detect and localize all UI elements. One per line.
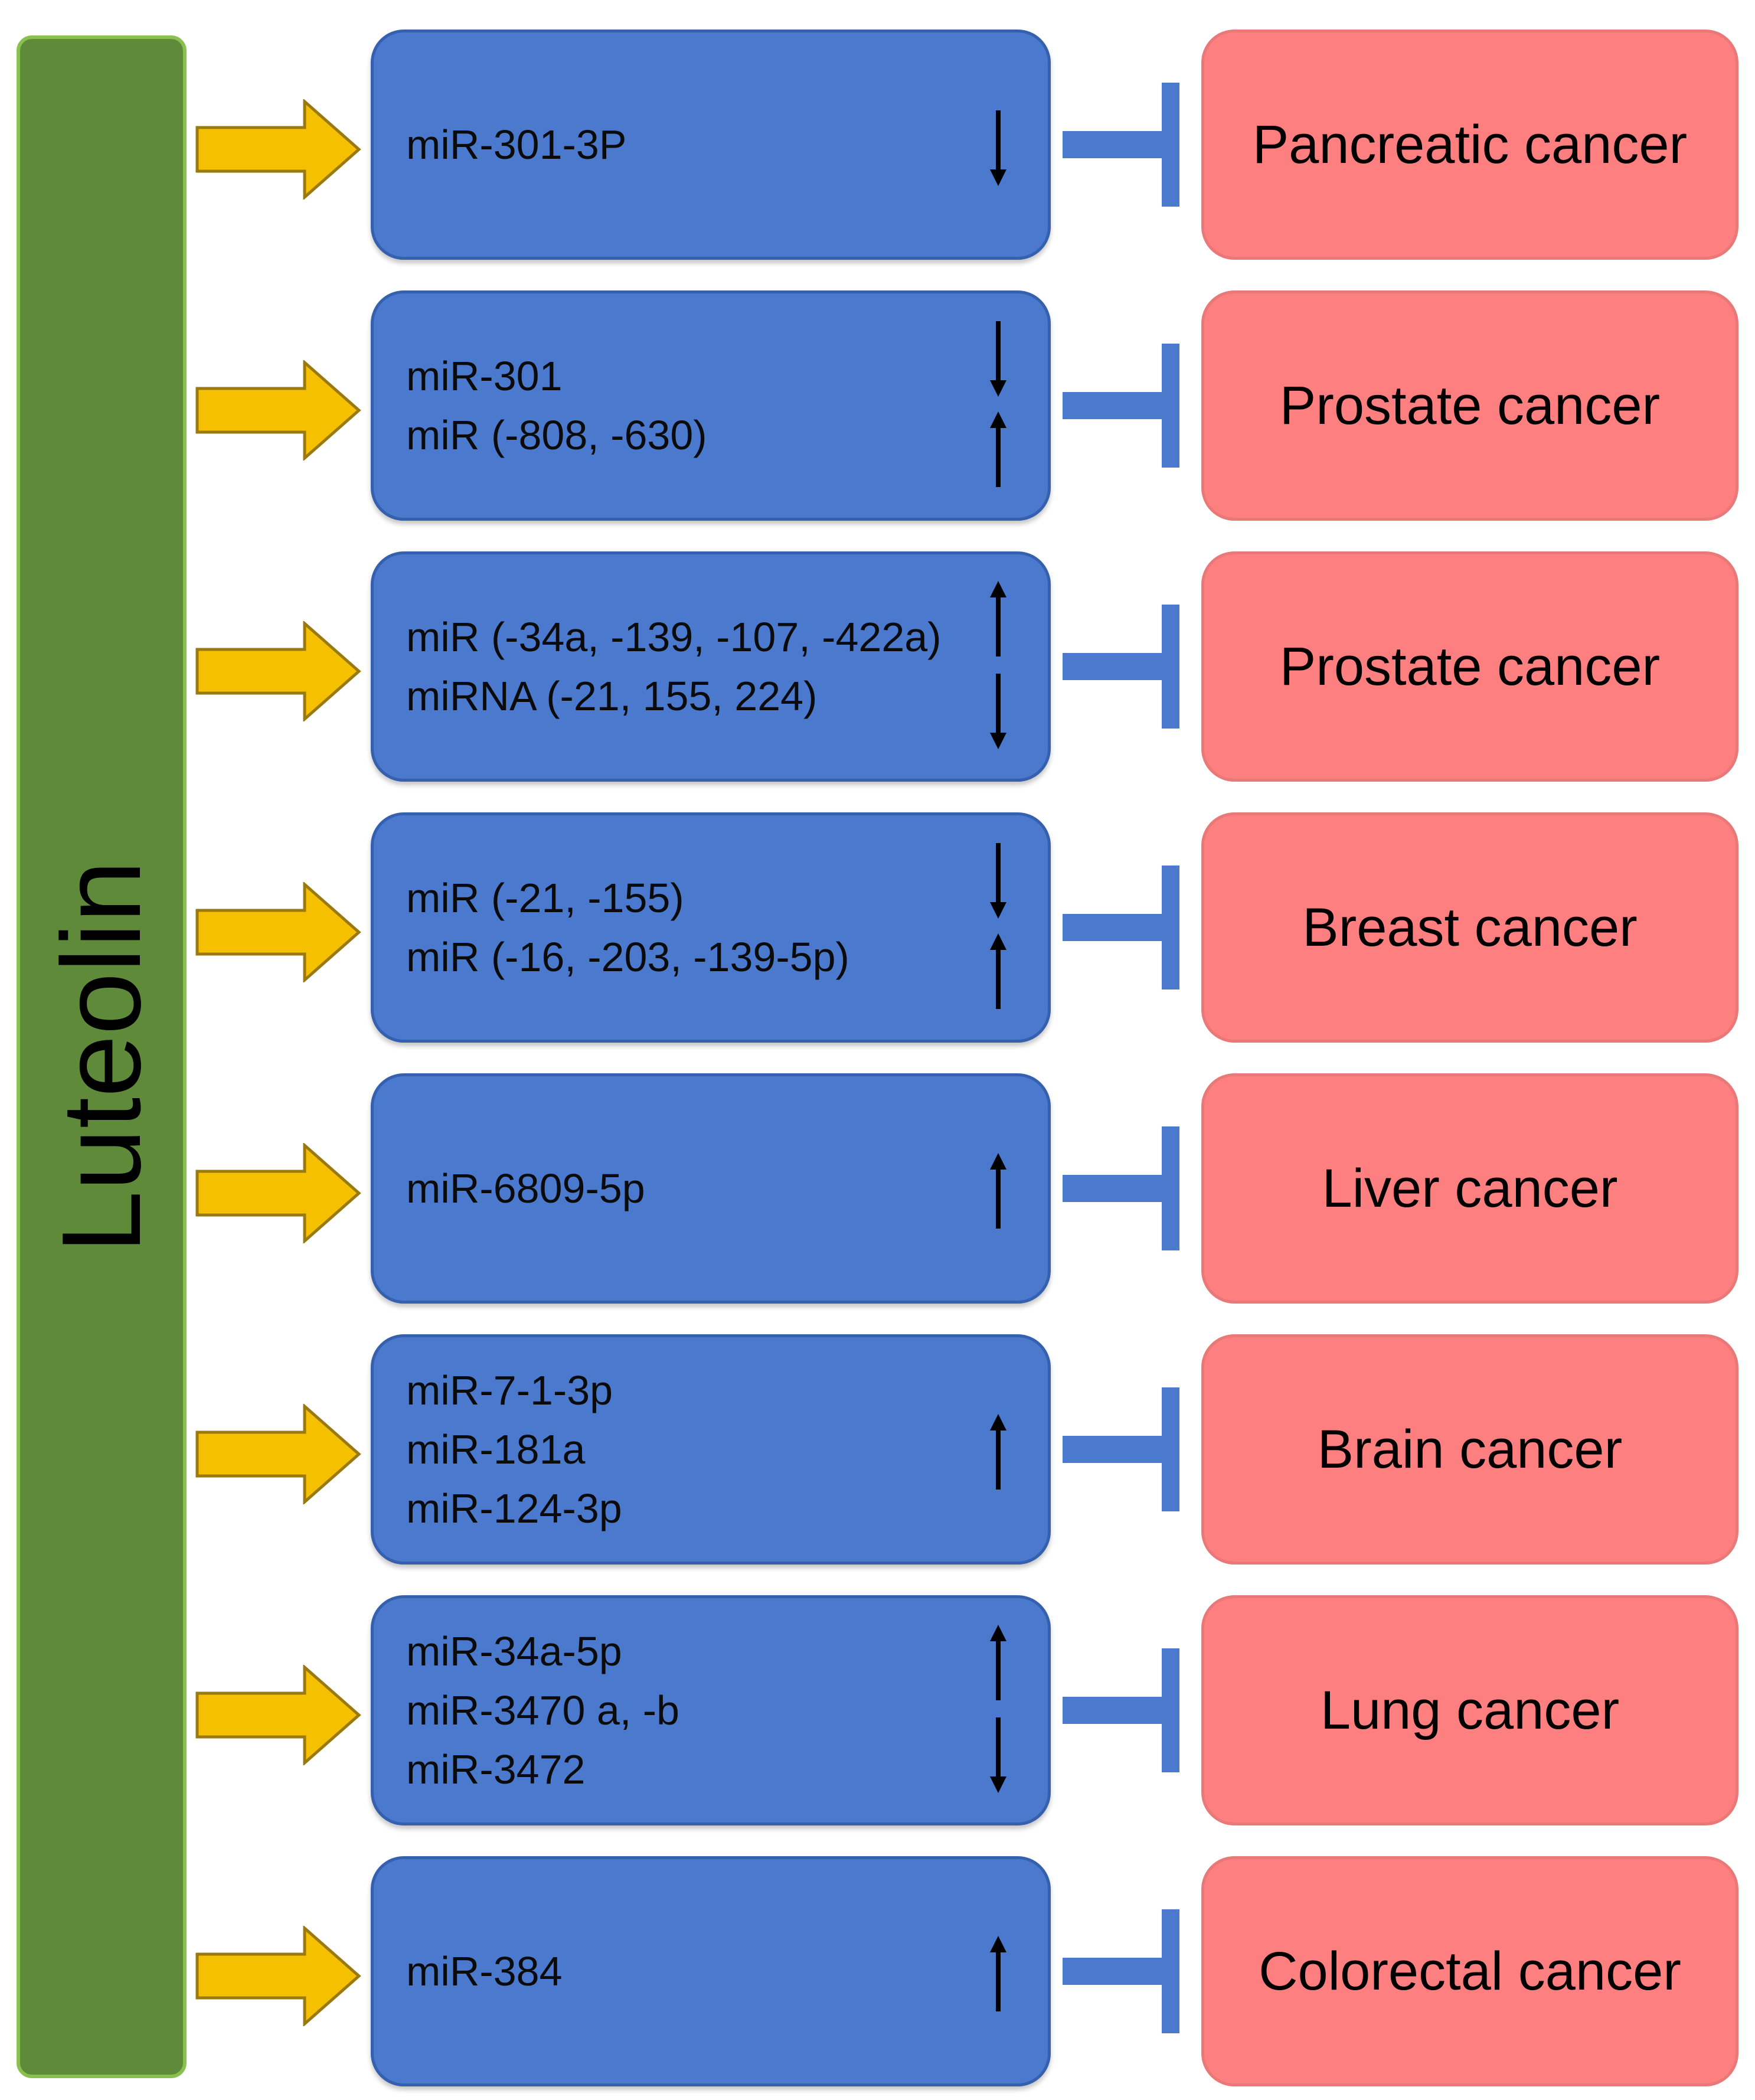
activation-arrow-icon xyxy=(195,1143,361,1243)
mirna-label: miR (-21, -155) xyxy=(406,875,684,921)
pathway-row: miR-301 miR (-808, -630) Prostate cancer xyxy=(0,290,1755,521)
mirna-label: miR-3472 xyxy=(406,1746,586,1792)
cancer-box: Breast cancer xyxy=(1201,812,1738,1043)
cancer-box: Colorectal cancer xyxy=(1201,1856,1738,2086)
inhibition-icon xyxy=(1063,1126,1179,1250)
up-arrow-icon xyxy=(990,933,1006,1009)
cancer-box: Brain cancer xyxy=(1201,1334,1738,1565)
mirna-label: miR-384 xyxy=(406,1948,563,1994)
mirna-label: miR-124-3p xyxy=(406,1485,622,1531)
inhibition-icon xyxy=(1063,1909,1179,2033)
inhibition-icon xyxy=(1063,344,1179,468)
activation-arrow-icon xyxy=(195,1926,361,2026)
mirna-box: miR-384 xyxy=(371,1856,1051,2086)
pathway-row: miR-34a-5p miR-3470 a, -b miR-3472 Lung can… xyxy=(0,1595,1755,1825)
activation-arrow-icon xyxy=(195,621,361,721)
mirna-box: miR-301 miR (-808, -630) xyxy=(371,290,1051,521)
mirna-list: miR-7-1-3p miR-181a miR-124-3p xyxy=(406,1361,622,1538)
mirna-label: miR-301 xyxy=(406,353,563,399)
inhibition-icon xyxy=(1063,1387,1179,1511)
mirna-box: miR (-34a, -139, -107, -422a) miRNA (-21,… xyxy=(371,551,1051,782)
cancer-label: Liver cancer xyxy=(1322,1158,1618,1219)
inhibition-icon xyxy=(1063,83,1179,207)
pathway-row: miR-384 Colorectal cancer xyxy=(0,1856,1755,2086)
up-arrow-icon xyxy=(990,581,1006,657)
cancer-box: Prostate cancer xyxy=(1201,551,1738,782)
mirna-box: miR (-21, -155) miR (-16, -203, -139-5p) xyxy=(371,812,1051,1043)
mirna-label: miR (-808, -630) xyxy=(406,412,707,458)
regulation-arrows xyxy=(982,32,1015,257)
cancer-box: Liver cancer xyxy=(1201,1073,1738,1304)
activation-arrow-icon xyxy=(195,882,361,982)
pathway-row: miR (-34a, -139, -107, -422a) miRNA (-21,… xyxy=(0,551,1755,782)
down-arrow-icon xyxy=(990,1717,1006,1793)
inhibition-icon xyxy=(1063,866,1179,989)
mirna-list: miR-6809-5p xyxy=(406,1159,645,1218)
up-arrow-icon xyxy=(990,411,1006,487)
cancer-box: Pancreatic cancer xyxy=(1201,30,1738,260)
mirna-list: miR-34a-5p miR-3470 a, -b miR-3472 xyxy=(406,1622,679,1799)
mirna-label: miR-3470 a, -b xyxy=(406,1687,679,1733)
down-arrow-icon xyxy=(990,110,1006,186)
up-arrow-icon xyxy=(990,1153,1006,1229)
mirna-label: miR-34a-5p xyxy=(406,1628,622,1674)
cancer-label: Breast cancer xyxy=(1302,897,1638,958)
mirna-label: miR-181a xyxy=(406,1426,586,1472)
regulation-arrows xyxy=(982,1337,1015,1562)
mirna-box: miR-6809-5p xyxy=(371,1073,1051,1304)
up-arrow-icon xyxy=(990,1936,1006,2011)
mirna-box: miR-301-3P xyxy=(371,30,1051,260)
inhibition-icon xyxy=(1063,1648,1179,1772)
mirna-label: miR-6809-5p xyxy=(406,1165,645,1211)
pathway-row: miR-6809-5p Liver cancer xyxy=(0,1073,1755,1304)
mirna-label: miR-301-3P xyxy=(406,122,627,168)
mirna-list: miR (-21, -155) miR (-16, -203, -139-5p) xyxy=(406,868,849,987)
mirna-box: miR-34a-5p miR-3470 a, -b miR-3472 xyxy=(371,1595,1051,1825)
mirna-list: miR-384 xyxy=(406,1942,563,2001)
cancer-box: Lung cancer xyxy=(1201,1595,1738,1825)
pathway-row: miR-301-3P Pancreatic cancer xyxy=(0,30,1755,260)
up-arrow-icon xyxy=(990,1625,1006,1700)
mirna-label: miR-7-1-3p xyxy=(406,1367,613,1413)
cancer-box: Prostate cancer xyxy=(1201,290,1738,521)
cancer-label: Brain cancer xyxy=(1317,1419,1623,1480)
inhibition-icon xyxy=(1063,605,1179,729)
cancer-label: Lung cancer xyxy=(1320,1680,1620,1740)
pathway-row: miR-7-1-3p miR-181a miR-124-3p Brain cancer xyxy=(0,1334,1755,1565)
cancer-label: Prostate cancer xyxy=(1279,636,1661,697)
down-arrow-icon xyxy=(990,843,1006,919)
pathway-row: miR (-21, -155) miR (-16, -203, -139-5p) B… xyxy=(0,812,1755,1043)
up-arrow-icon xyxy=(990,1414,1006,1490)
mirna-label: miR (-16, -203, -139-5p) xyxy=(406,934,849,980)
mirna-list: miR-301-3P xyxy=(406,115,626,174)
activation-arrow-icon xyxy=(195,99,361,200)
regulation-arrows xyxy=(982,1598,1015,1823)
mirna-list: miR (-34a, -139, -107, -422a) miRNA (-21,… xyxy=(406,608,942,726)
mirna-list: miR-301 miR (-808, -630) xyxy=(406,347,707,465)
regulation-arrows xyxy=(982,293,1015,518)
activation-arrow-icon xyxy=(195,1665,361,1765)
down-arrow-icon xyxy=(990,674,1006,749)
regulation-arrows xyxy=(982,815,1015,1040)
cancer-label: Prostate cancer xyxy=(1279,375,1661,436)
down-arrow-icon xyxy=(990,321,1006,397)
mirna-box: miR-7-1-3p miR-181a miR-124-3p xyxy=(371,1334,1051,1565)
cancer-label: Pancreatic cancer xyxy=(1252,114,1688,175)
regulation-arrows xyxy=(982,1076,1015,1301)
mirna-label: miRNA (-21, 155, 224) xyxy=(406,673,818,719)
activation-arrow-icon xyxy=(195,1404,361,1504)
mirna-label: miR (-34a, -139, -107, -422a) xyxy=(406,614,942,660)
regulation-arrows xyxy=(982,1859,1015,2083)
luteolin-bar: Luteolin xyxy=(17,35,187,2078)
cancer-label: Colorectal cancer xyxy=(1259,1941,1681,2001)
activation-arrow-icon xyxy=(195,360,361,461)
regulation-arrows xyxy=(982,554,1015,779)
